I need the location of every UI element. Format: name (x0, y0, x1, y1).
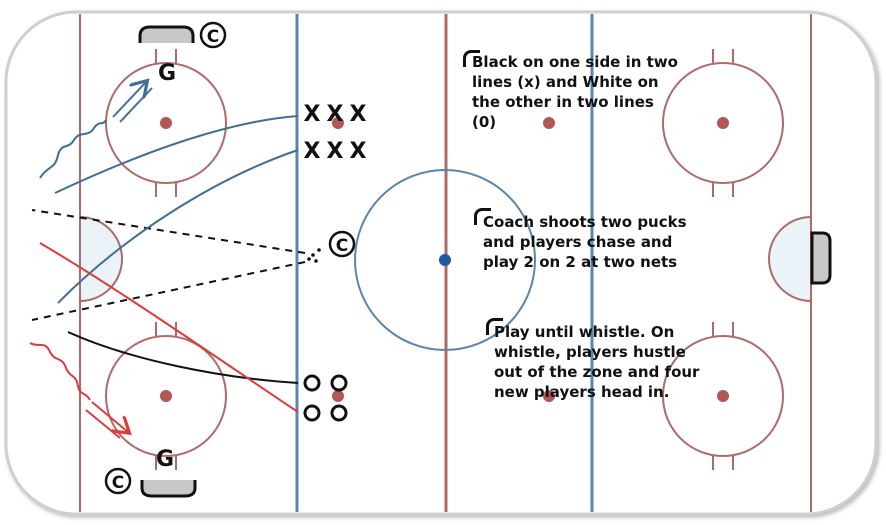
svg-text:C: C (336, 236, 348, 256)
svg-text:X: X (327, 102, 344, 127)
o-players (303, 374, 348, 422)
neutral-dot-top-right (543, 117, 555, 129)
note-drill: Coach shoots two pucks and players chase… (483, 213, 687, 271)
coach-top: C (199, 21, 227, 49)
center-circle (354, 169, 536, 351)
blue-path-1 (54, 115, 299, 194)
center-dot (439, 254, 451, 266)
red-path-1 (39, 242, 299, 413)
right-goal-crease (768, 215, 812, 303)
neutral-dot-bottom-left (332, 390, 344, 402)
blue-wave (39, 119, 107, 179)
x-players-row-2: X X X (304, 139, 367, 164)
faceoff-circle-bottom-left (105, 322, 227, 470)
red-wave (29, 342, 91, 401)
red-arrow-double (85, 409, 121, 439)
svg-text:X: X (350, 102, 367, 127)
note-whistle: Play until whistle. On whistle, players … (494, 323, 700, 401)
svg-text:X: X (304, 139, 321, 164)
note-drill-bracket (474, 208, 491, 225)
svg-text:C: C (112, 473, 124, 493)
svg-text:X: X (350, 139, 367, 164)
black-path (67, 331, 299, 384)
top-goal-net (138, 25, 195, 43)
faceoff-circle-top-left (105, 49, 227, 197)
neutral-dot-top-left (332, 117, 344, 129)
pucks (307, 248, 321, 263)
faceoff-circle-top-right (662, 49, 784, 197)
right-goal-net (810, 231, 832, 285)
goalie-top: G (158, 61, 176, 86)
coach-bottom: C (104, 467, 132, 495)
x-players-row-1: X X X (304, 102, 367, 127)
blue-arrow-double (119, 87, 153, 123)
goalie-bottom: G (156, 447, 174, 472)
neutral-dot-bottom-right (543, 390, 555, 402)
blue-arrow (112, 82, 146, 118)
faceoff-circle-bottom-right (662, 322, 784, 470)
note-setup: Black on one side in two lines (x) and W… (472, 53, 678, 131)
red-arrow (91, 401, 128, 432)
blue-path-2 (57, 149, 299, 304)
coach-center: C (328, 230, 356, 258)
bottom-goal-net (140, 480, 197, 498)
note-whistle-bracket (486, 318, 503, 335)
svg-text:X: X (327, 139, 344, 164)
svg-text:C: C (207, 27, 219, 47)
svg-text:X: X (304, 102, 321, 127)
note-setup-bracket (463, 50, 480, 67)
